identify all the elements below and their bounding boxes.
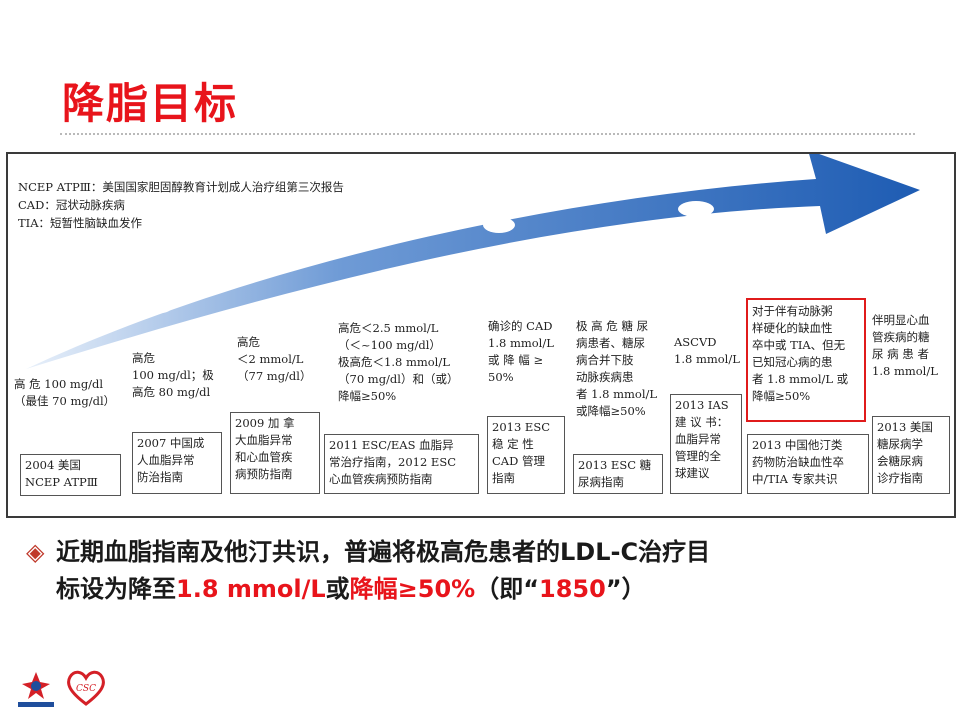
abbreviation-legend: NCEP ATPⅢ：美国国家胆固醇教育计划成人治疗组第三次报告 CAD：冠状动脉… [18, 178, 344, 232]
slide-title: 降脂目标 [62, 79, 239, 128]
guideline-box-2009: 2009 加 拿大血脂异常和心血管疾病预防指南 [230, 412, 320, 494]
guideline-box-2007: 2007 中国成人血脂异常防治指南 [132, 432, 222, 494]
summary-text: 近期血脂指南及他汀共识，普遍将极高危患者的LDL-C治疗目 标设为降至1.8 m… [56, 534, 936, 608]
guideline-box-2013-china-statin: 2013 中国他汀类药物防治缺血性卒中/TIA 专家共识 [747, 434, 869, 494]
timeline-dot-1 [151, 303, 171, 313]
legend-line: CAD：冠状动脉疾病 [18, 198, 125, 212]
summary-line-1: 近期血脂指南及他汀共识，普遍将极高危患者的LDL-C治疗目 [56, 538, 711, 566]
timeline-dot-4 [678, 201, 714, 217]
legend-line: TIA：短暂性脑缺血发作 [18, 216, 143, 230]
summary-line-2: 标设为降至1.8 mmol/L或降幅≥50%（即“1850”） [56, 575, 646, 603]
diamond-bullet-icon: ◈ [26, 538, 45, 566]
organization-logo-icon [18, 672, 54, 707]
target-text-2011: 高危＜2.5 mmol/L（＜~100 mg/dl）极高危＜1.8 mmol/L… [338, 321, 459, 403]
timeline-dot-3 [483, 217, 515, 233]
target-text-2013-china-statin: 对于伴有动脉粥样硬化的缺血性卒中或 TIA、但无已知冠心病的患者 1.8 mmo… [752, 304, 849, 403]
guideline-box-2013-ada: 2013 美国糖尿病学会糖尿病诊疗指南 [872, 416, 950, 494]
csc-heart-logo-icon: CSC [67, 670, 105, 706]
legend-line: NCEP ATPⅢ：美国国家胆固醇教育计划成人治疗组第三次报告 [18, 180, 344, 194]
target-text-2009: 高危＜2 mmol/L（77 mg/dl） [237, 335, 312, 383]
trend-arrow [26, 154, 920, 369]
timeline-dot-2 [301, 251, 327, 263]
title-divider [60, 133, 915, 135]
csc-logo-text: CSC [76, 684, 96, 694]
guideline-timeline-figure: NCEP ATPⅢ：美国国家胆固醇教育计划成人治疗组第三次报告 CAD：冠状动脉… [6, 152, 956, 518]
target-text-2004: 高 危 100 mg/dl（最佳 70 mg/dl） [14, 377, 116, 408]
highlight-frame [746, 298, 866, 422]
guideline-box-2013-esc-diabetes: 2013 ESC 糖尿病指南 [573, 454, 663, 494]
